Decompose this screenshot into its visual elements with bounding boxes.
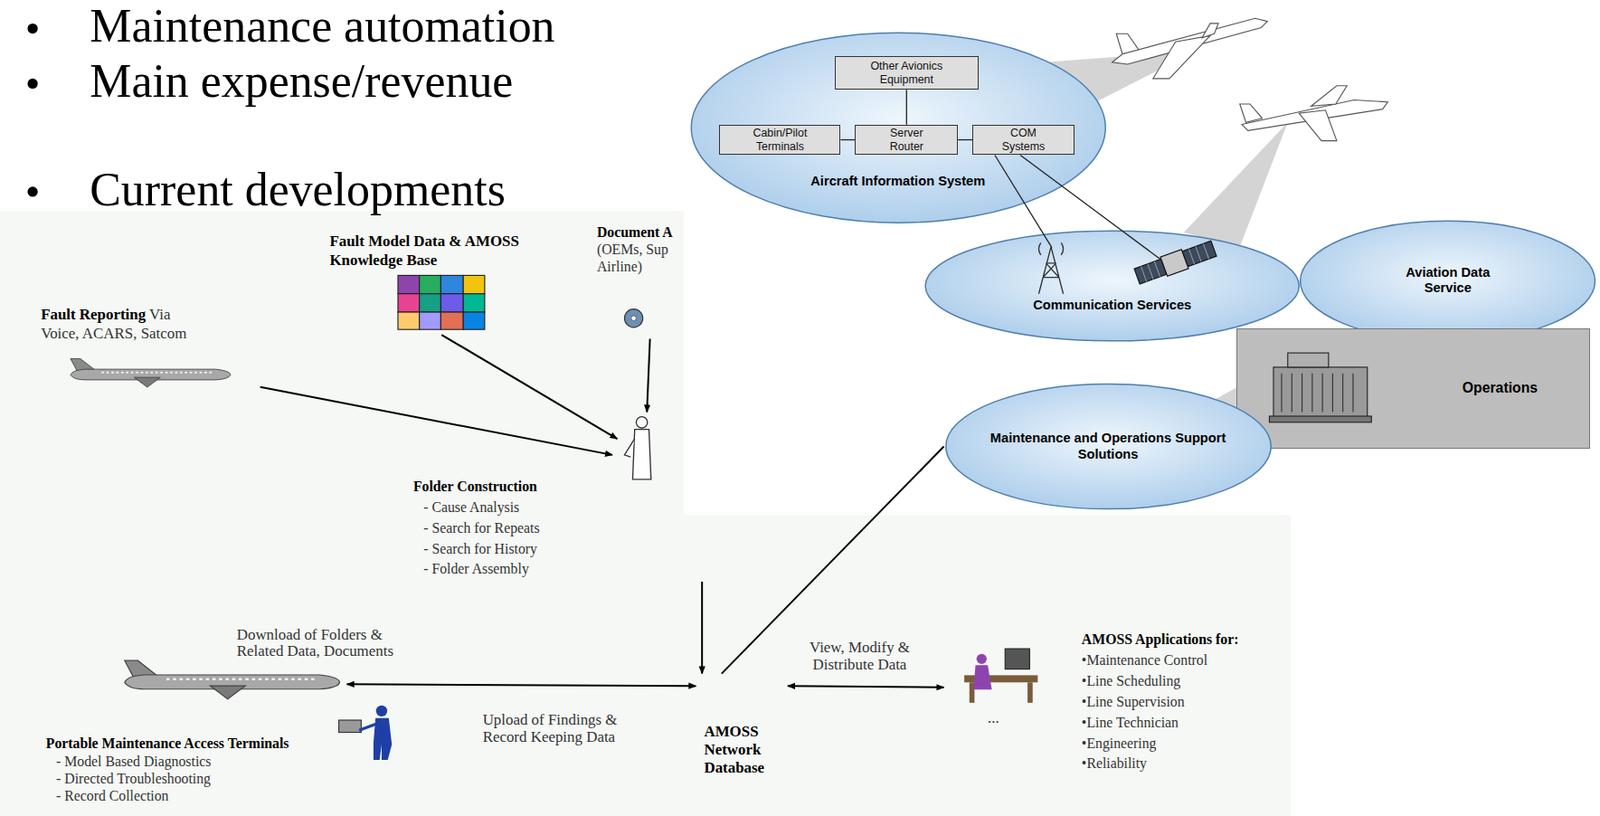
- node-title: Server Router: [878, 126, 935, 154]
- radio-tower: [1038, 242, 1063, 294]
- link-line: [721, 446, 945, 674]
- node-title: Operations: [1462, 379, 1538, 398]
- node-detail: - Directed Troubleshooting: [56, 769, 211, 787]
- node-title: Cabin/Pilot Terminals: [730, 126, 831, 154]
- fault-airplane: [70, 358, 231, 388]
- node-detail: •Line Supervision: [1081, 691, 1185, 713]
- node-detail: •Maintenance Control: [1081, 650, 1208, 672]
- component-box: Server Router: [854, 124, 958, 156]
- airliner: [1112, 18, 1268, 79]
- node-detail: •Engineering: [1081, 733, 1157, 755]
- node-detail: - Cause Analysis: [423, 497, 520, 519]
- document-group: Document A(OEMs, Sup Airline): [595, 224, 688, 339]
- flow-arrow: [441, 334, 617, 439]
- component-box: COM Systems: [972, 124, 1075, 156]
- node-title: AMOSS Applications for:: [1081, 629, 1240, 651]
- callout-wedge: [1183, 122, 1288, 247]
- applications-group: AMOSS Applications for:•Maintenance Cont…: [944, 627, 1287, 781]
- folder-group: Folder Construction- Cause Analysis- Sea…: [407, 403, 714, 582]
- node-detail: •Line Scheduling: [1081, 671, 1181, 692]
- node-title: Aircraft Information System: [810, 173, 985, 190]
- system-ellipse: Aircraft Information System Other Avionic…: [689, 30, 1108, 225]
- bullet-text: Maintenance automation: [89, 0, 702, 52]
- link-line: [957, 139, 973, 141]
- link-line: [840, 139, 855, 141]
- left-panel: [0, 210, 1291, 816]
- node-title: Folder Construction: [413, 476, 538, 498]
- knowledge-group: Fault Model Data & AMOSS Knowledge Base: [326, 232, 561, 335]
- service-airplane: [124, 660, 341, 699]
- node-title: AMOSS Network Database: [703, 722, 779, 778]
- link-line: [994, 154, 1052, 247]
- analyst-figure: [624, 416, 651, 480]
- bullet-text: Current developments: [89, 163, 702, 216]
- puzzle-icon: [397, 274, 485, 330]
- node-detail: - Search for Repeats: [423, 518, 540, 540]
- flow-arrow: [646, 339, 650, 413]
- service-ellipse: Aviation Data Service: [1298, 219, 1597, 342]
- desk-workstation: [964, 648, 1038, 703]
- solutions-ellipse: Maintenance and Operations Support Solut…: [944, 382, 1273, 511]
- right-panel: [683, 0, 1600, 515]
- node-title: Document A: [596, 224, 673, 242]
- fault-report-group: Fault Reporting Via Voice, ACARS, Satcom: [40, 305, 261, 396]
- node-detail: - Model Based Diagnostics: [56, 752, 211, 770]
- node-detail: •Line Technician: [1081, 712, 1179, 734]
- node-title: Fault Reporting: [40, 305, 146, 323]
- node-detail: - Search for History: [423, 539, 538, 560]
- flow-arrow: [700, 581, 703, 674]
- node-title: Communication Services: [1032, 297, 1192, 314]
- bullet-dot: [27, 23, 38, 34]
- bullet-dot: [27, 186, 38, 197]
- cd-icon: [624, 309, 643, 328]
- node-title: Other Avionics Equipment: [866, 59, 947, 87]
- link-line: [1020, 154, 1162, 260]
- operations-box: Operations: [1236, 328, 1590, 449]
- service-ellipse: Communication Services: [923, 229, 1301, 342]
- node-detail: (OEMs, Sup Airline): [596, 241, 677, 276]
- terminal-group: Portable Maintenance Access Terminals- M…: [40, 653, 347, 808]
- node-title: Maintenance and Operations Support Solut…: [964, 430, 1252, 463]
- node-detail: •Reliability: [1081, 753, 1147, 775]
- component-box: Other Avionics Equipment: [834, 56, 979, 90]
- node-title: Fault Model Data & AMOSS Knowledge Base: [329, 232, 526, 270]
- node-title: COM Systems: [994, 126, 1054, 154]
- flow-arrow: [787, 685, 945, 688]
- flow-arrow: [347, 683, 697, 686]
- node-detail: - Folder Assembly: [423, 558, 530, 580]
- link-line: [906, 89, 908, 124]
- flow-note: Upload of Findings & Record Keeping Data: [482, 711, 657, 746]
- node-title: Portable Maintenance Access Terminals: [46, 734, 290, 752]
- flow-label: Download of Folders & Related Data, Docu…: [236, 626, 427, 661]
- component-box: Cabin/Pilot Terminals: [719, 124, 841, 156]
- database-group: AMOSS Network Database: [695, 673, 788, 786]
- node-title: Aviation Data Service: [1395, 265, 1500, 297]
- building: [1268, 352, 1372, 423]
- technician-figure: [339, 705, 393, 760]
- bullet-dot: [27, 78, 38, 89]
- business-jet: [1240, 85, 1389, 142]
- bullet-text: Main expense/revenue: [89, 55, 702, 107]
- satellite: [1133, 238, 1218, 286]
- flow-arrow: [260, 387, 613, 455]
- flow-label: View, Modify & Distribute Data: [790, 639, 928, 673]
- ellipse-outline: [923, 229, 1301, 342]
- ellipsis-mark: ...: [987, 710, 1029, 728]
- node-detail: - Record Collection: [56, 786, 169, 805]
